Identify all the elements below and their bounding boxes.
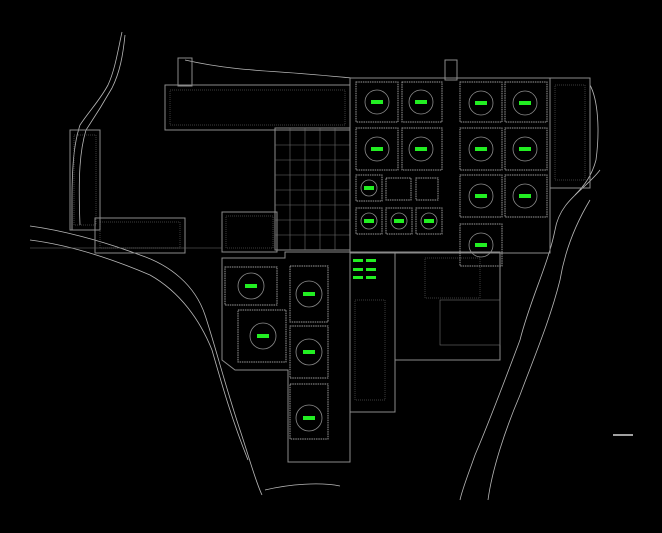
utility-block-detail xyxy=(225,215,274,249)
tank xyxy=(237,309,287,363)
tank-marker xyxy=(353,268,363,271)
tank xyxy=(459,223,503,267)
coastline-west xyxy=(29,225,263,496)
tank-marker xyxy=(415,147,427,151)
ne-gate xyxy=(444,59,458,81)
breakwater xyxy=(71,31,123,230)
coastline-east-inner xyxy=(487,199,591,501)
empty-bund xyxy=(385,177,412,201)
tank-marker xyxy=(366,259,376,262)
west-process xyxy=(94,217,186,254)
tank-marker xyxy=(394,219,404,223)
tank-marker xyxy=(353,259,363,262)
tank-marker xyxy=(303,416,315,420)
tank-marker xyxy=(424,219,434,223)
jetty-area xyxy=(69,129,101,231)
tank xyxy=(504,81,548,123)
tank xyxy=(385,207,413,235)
west-process-detail xyxy=(99,221,181,249)
coastline-west-inner xyxy=(29,239,249,461)
tank xyxy=(401,127,443,171)
tank-marker xyxy=(475,194,487,198)
tank-marker xyxy=(353,276,363,279)
tank xyxy=(459,174,503,218)
utility-block xyxy=(221,211,278,253)
east-works-bay xyxy=(439,299,501,346)
tank xyxy=(459,81,503,123)
north-shore xyxy=(184,59,353,79)
tank xyxy=(504,174,548,218)
jetty-area-detail xyxy=(73,134,97,226)
tank xyxy=(355,127,399,171)
tank-marker xyxy=(364,219,374,223)
empty-bund xyxy=(415,177,439,201)
east-units-detail xyxy=(554,84,586,181)
south-beach xyxy=(264,483,341,491)
tank-marker xyxy=(475,147,487,151)
east-units xyxy=(549,77,591,189)
tank-marker xyxy=(366,276,376,279)
east-cliff xyxy=(574,84,599,196)
tank-marker xyxy=(519,194,531,198)
plant-boundaries xyxy=(30,57,591,463)
tank xyxy=(289,325,329,379)
north-gate xyxy=(177,57,193,87)
coastline-east xyxy=(459,169,601,501)
east-works-detail xyxy=(424,257,481,299)
tank-marker xyxy=(519,147,531,151)
small-tank-cluster xyxy=(353,259,376,279)
pipe-rack-lines xyxy=(275,128,350,250)
tank xyxy=(401,81,443,123)
tank xyxy=(355,174,383,202)
tank-marker xyxy=(303,292,315,296)
tank xyxy=(459,127,503,171)
storage-tanks xyxy=(224,81,548,440)
tank-marker xyxy=(415,100,427,104)
tank-marker xyxy=(475,101,487,105)
tank-marker xyxy=(366,268,376,271)
tank xyxy=(224,266,278,306)
tank xyxy=(289,383,329,440)
tank-marker xyxy=(475,243,487,247)
breakwater-inner xyxy=(78,34,126,226)
east-works xyxy=(394,251,501,361)
tank-marker xyxy=(364,186,374,190)
tank xyxy=(355,207,383,235)
tank xyxy=(355,81,399,123)
process-area-north xyxy=(164,84,351,131)
central-works-detail xyxy=(354,299,386,401)
process-area-north-detail xyxy=(169,89,346,126)
tank-marker xyxy=(371,100,383,104)
tank xyxy=(415,207,443,235)
tank-marker xyxy=(245,284,257,288)
tank-marker xyxy=(371,147,383,151)
tank-marker xyxy=(519,101,531,105)
tank xyxy=(289,265,329,323)
tank-marker xyxy=(257,334,269,338)
coastline-lines xyxy=(29,31,601,501)
pipe-rack-grid xyxy=(274,127,351,251)
tank xyxy=(504,127,548,171)
south-tank-farm xyxy=(221,251,351,463)
tank-marker xyxy=(303,350,315,354)
